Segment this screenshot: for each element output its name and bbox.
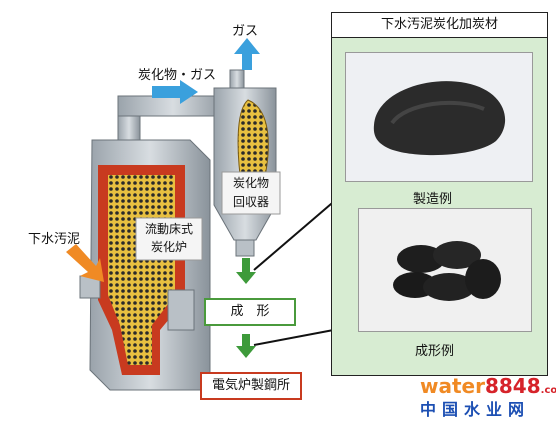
char-gas-arrow (152, 80, 198, 104)
forming-label: 成 形 (230, 304, 270, 319)
photo2-caption: 成形例 (415, 344, 455, 359)
panel-title: 下水汚泥炭化加炭材 (331, 12, 548, 38)
to-steelworks-arrow (236, 334, 256, 358)
collector-label: 炭化物 回収器 (222, 174, 280, 212)
furnace-label-line2: 炭化炉 (150, 240, 187, 254)
char-collector-cyclone (213, 69, 281, 257)
sludge-input-label: 下水汚泥 (28, 232, 81, 247)
watermark-brand: water (420, 374, 485, 398)
steelworks-label: 電気炉製鋼所 (211, 378, 290, 393)
watermark-suffix: .com (540, 385, 556, 396)
to-forming-arrow (236, 258, 256, 284)
watermark-cn: 中国水业网 (420, 400, 531, 419)
fluidized-bed-furnace (79, 139, 211, 391)
furnace-label: 流動床式 炭化炉 (136, 220, 202, 256)
carbon-briquette-image (359, 209, 531, 331)
briquette-photo (358, 208, 532, 332)
carbon-powder-image (346, 53, 532, 181)
watermark-digits: 8848 (484, 374, 541, 398)
steelworks-box: 電気炉製鋼所 (200, 372, 302, 400)
gas-out-arrow (234, 38, 260, 70)
forming-box: 成 形 (204, 298, 296, 326)
sludge-in-arrow (66, 244, 104, 282)
gas-label: ガス (232, 24, 259, 39)
photo1-caption: 製造例 (413, 192, 453, 207)
powder-photo (345, 52, 533, 182)
collector-label-line2: 回収器 (232, 195, 269, 209)
furnace-label-line1: 流動床式 (144, 222, 193, 236)
char-gas-label: 炭化物・ガス (138, 68, 217, 83)
collector-label-line1: 炭化物 (232, 176, 269, 190)
watermark: water8848.com 中国水业网 (420, 374, 556, 420)
